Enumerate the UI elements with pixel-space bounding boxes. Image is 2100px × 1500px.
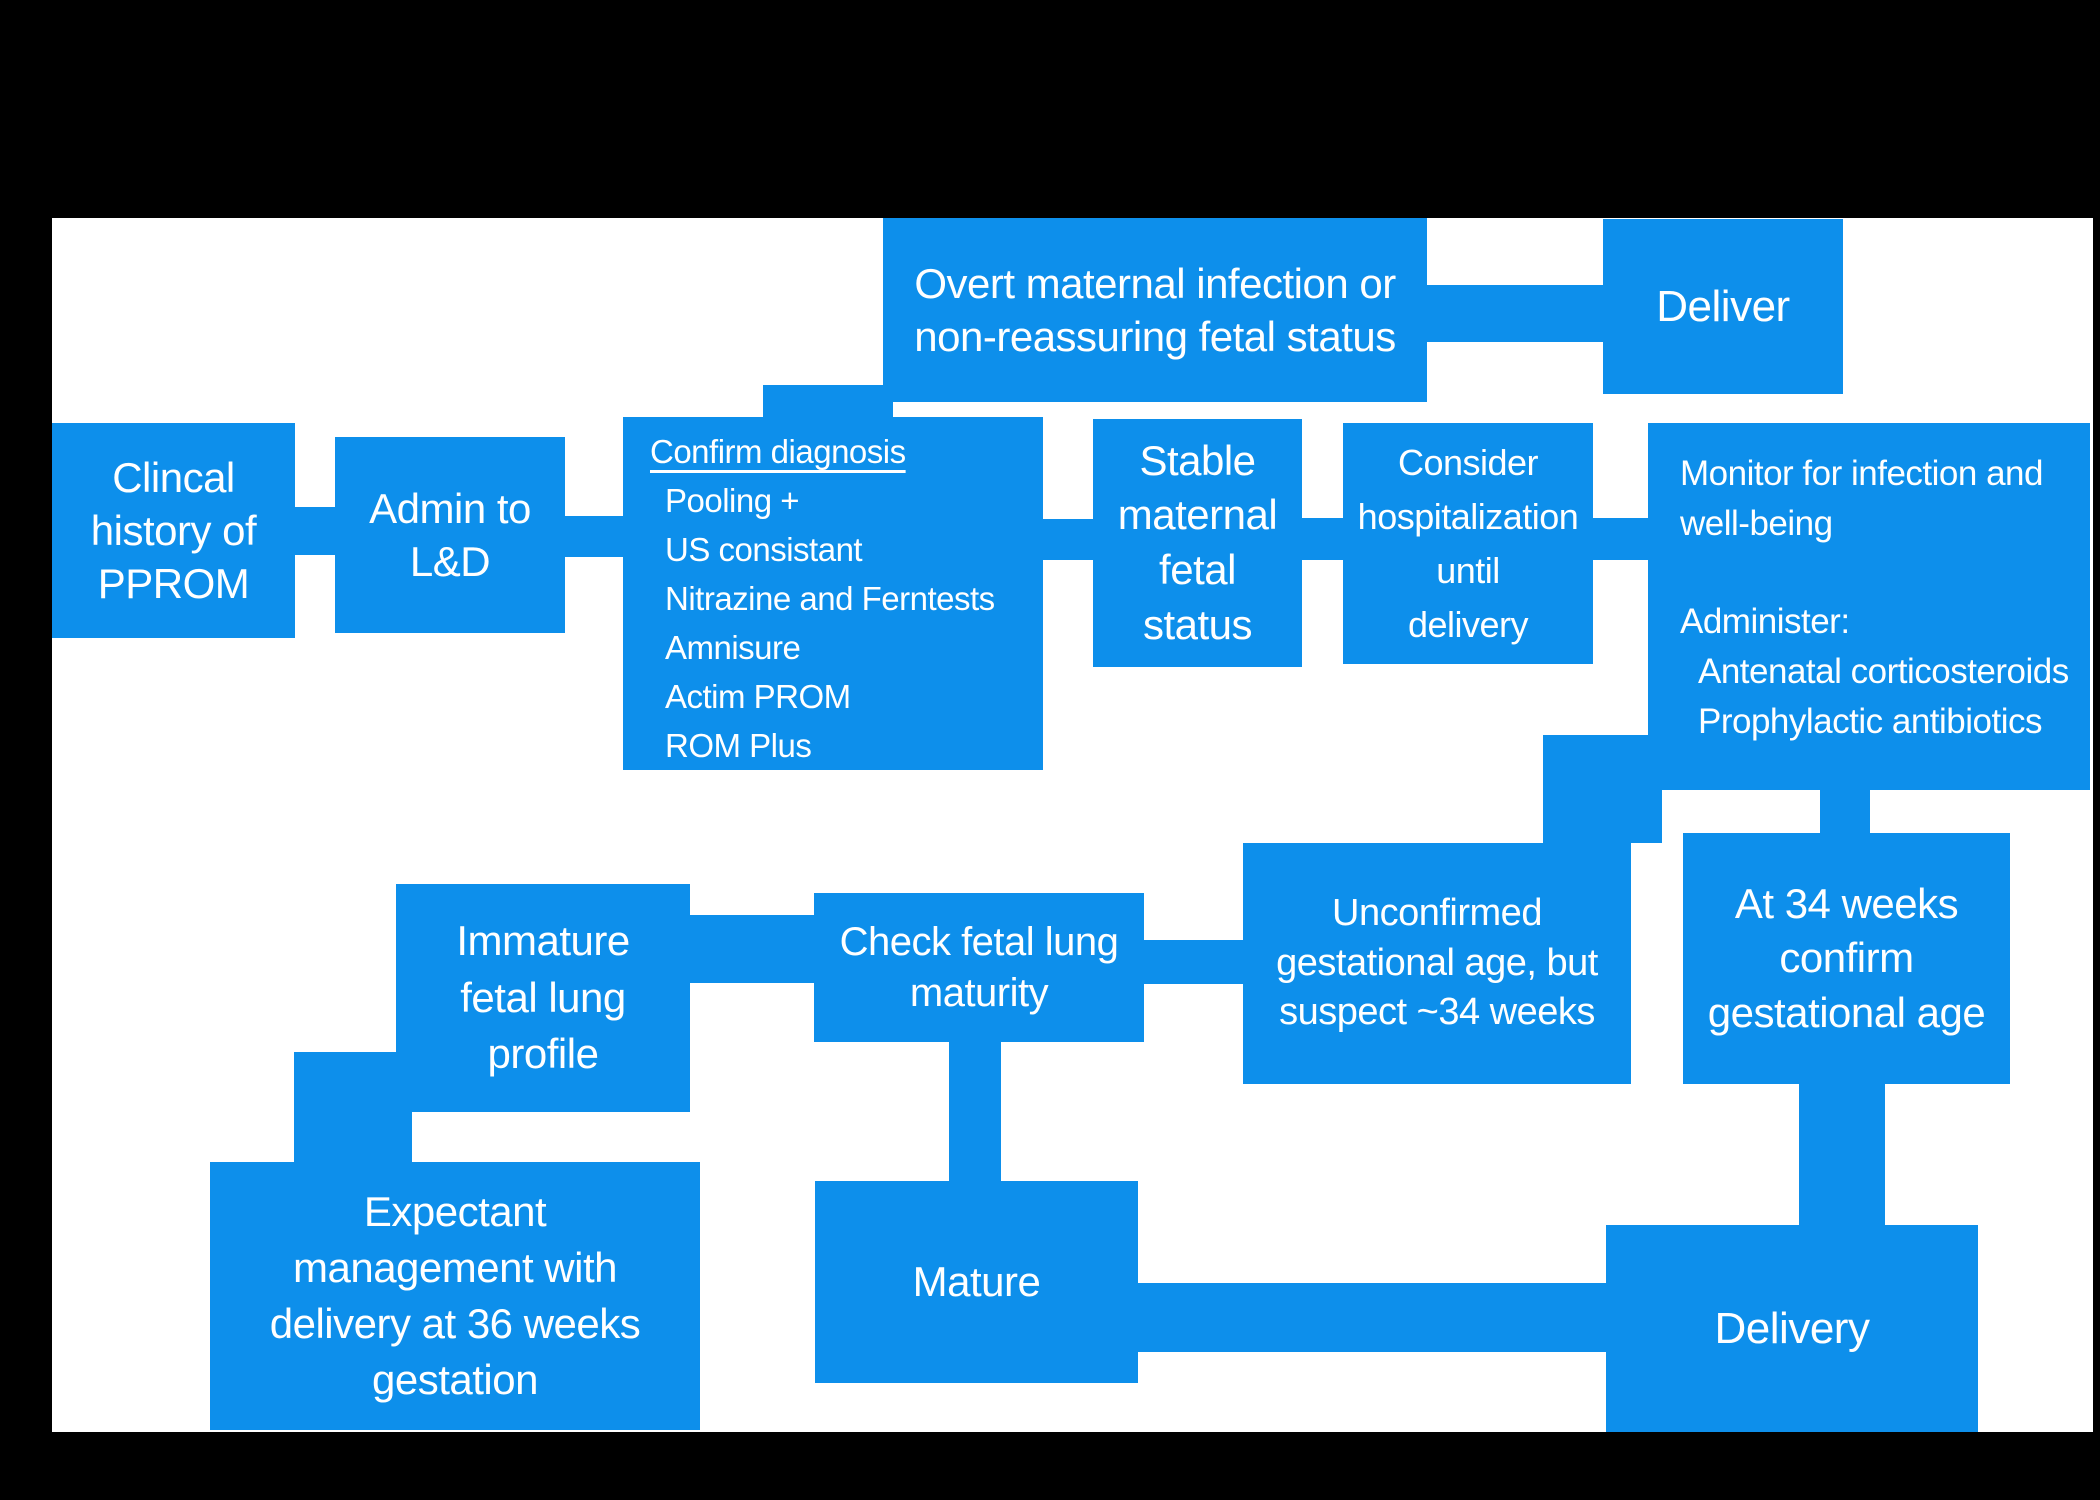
connector-immature-to-check	[690, 915, 814, 983]
node-overt-infection: Overt maternal infection or non-reassuri…	[883, 218, 1427, 402]
connector-check-to-mature	[949, 1042, 1001, 1181]
monitor-administer-item: Prophylactic antibiotics	[1698, 702, 2043, 741]
monitor-line: Monitor for infection and	[1680, 454, 2043, 493]
node-immature-lung: Immature fetal lung profile	[396, 884, 690, 1112]
node-check-lung: Check fetal lung maturity	[814, 893, 1144, 1042]
connector-overt-to-deliver	[1427, 285, 1603, 342]
confirm-item: ROM Plus	[665, 727, 812, 764]
node-at-34-weeks: At 34 weeks confirm gestational age	[1683, 833, 2010, 1084]
connector-admit-to-confirm	[565, 516, 623, 557]
node-stable-status: Stable maternal fetal status	[1093, 419, 1302, 667]
confirm-item: US consistant	[665, 531, 863, 568]
node-mature: Mature	[815, 1181, 1138, 1383]
monitor-spacer	[1648, 549, 2090, 597]
connector-consider-to-monitor	[1593, 518, 1648, 560]
connector-check-to-unconfirmed	[1144, 940, 1243, 984]
node-unconfirmed-age: Unconfirmed gestational age, but suspect…	[1243, 843, 1631, 1084]
connector-confirm-to-overt	[763, 385, 893, 418]
node-confirm-diagnosis: Confirm diagnosis Pooling + US consistan…	[623, 417, 1043, 770]
connector-immature-to-expectant	[294, 1052, 412, 1162]
node-delivery: Delivery	[1606, 1225, 1978, 1432]
confirm-diagnosis-title: Confirm diagnosis	[650, 433, 906, 470]
connector-monitor-to-at34	[1820, 790, 1870, 833]
monitor-administer-item: Antenatal corticosteroids	[1698, 652, 2069, 691]
node-expectant-management: Expectant management with delivery at 36…	[210, 1162, 700, 1430]
connector-confirm-to-stable	[1043, 519, 1093, 560]
connector-history-to-admit	[295, 507, 335, 555]
confirm-item: Amnisure	[665, 629, 801, 666]
node-clinical-history: Clincal history of PPROM	[52, 423, 295, 638]
connector-monitor-to-unconfirmed	[1543, 735, 1662, 843]
monitor-line: well-being	[1680, 504, 1833, 543]
confirm-item: Actim PROM	[665, 678, 851, 715]
confirm-item: Pooling +	[665, 482, 800, 519]
node-deliver: Deliver	[1603, 219, 1843, 394]
monitor-administer-title: Administer:	[1680, 602, 1850, 641]
connector-at34-to-delivery	[1799, 1084, 1885, 1225]
node-admit-ld: Admin to L&D	[335, 437, 565, 633]
node-consider-hospitalization: Consider hospitalization until delivery	[1343, 423, 1593, 664]
connector-mature-to-delivery	[1138, 1283, 1606, 1352]
connector-stable-to-consider	[1302, 518, 1343, 560]
node-monitor: Monitor for infection and well-being Adm…	[1648, 423, 2090, 790]
confirm-item: Nitrazine and Ferntests	[665, 580, 995, 617]
